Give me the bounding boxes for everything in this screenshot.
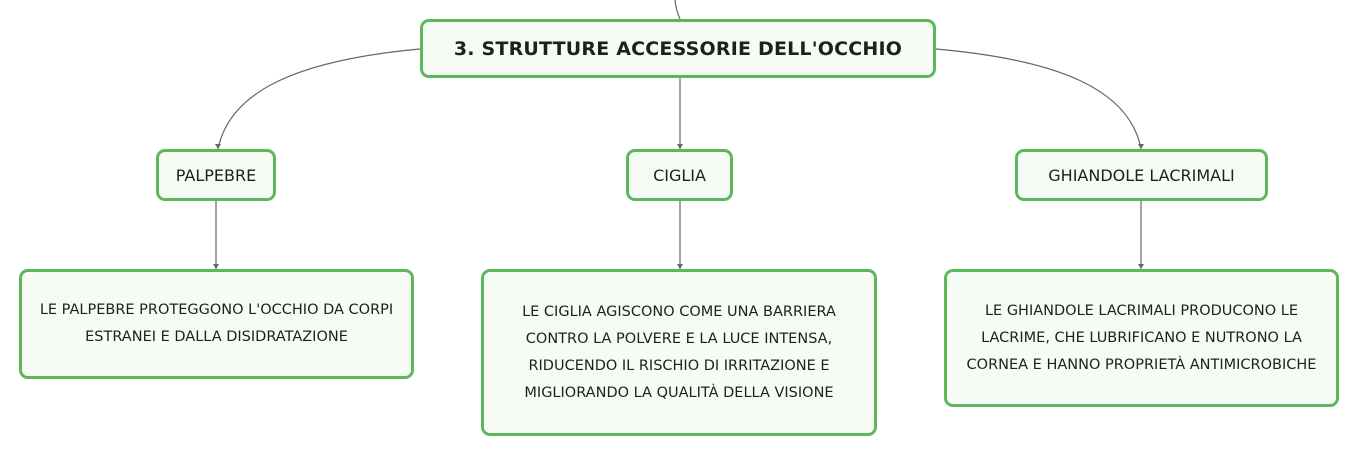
topic-ciglia[interactable]: CIGLIA <box>626 149 733 201</box>
detail-palpebre[interactable]: LE PALPEBRE PROTEGGONO L'OCCHIO DA CORPI… <box>19 269 414 379</box>
detail-ghiandole-lacrimali[interactable]: LE GHIANDOLE LACRIMALI PRODUCONO LE LACR… <box>944 269 1339 407</box>
connector-root-ghiandole <box>935 48 1142 150</box>
topic-palpebre[interactable]: PALPEBRE <box>156 149 276 201</box>
arrowhead <box>1138 264 1144 269</box>
arrowhead <box>215 144 221 149</box>
topic-label: PALPEBRE <box>175 165 257 185</box>
arrowhead <box>213 264 219 269</box>
detail-ciglia[interactable]: LE CIGLIA AGISCONO COME UNA BARRIERA CON… <box>481 269 877 436</box>
connector-root-palpebre <box>217 48 421 150</box>
topic-label: CIGLIA <box>653 165 706 185</box>
connector-parent <box>674 0 681 20</box>
arrowhead <box>677 264 683 269</box>
topic-ghiandole-lacrimali[interactable]: GHIANDOLE LACRIMALI <box>1015 149 1268 201</box>
root-node[interactable]: 3. STRUTTURE ACCESSORIE DELL'OCCHIO <box>420 19 936 78</box>
arrowhead <box>1138 144 1144 149</box>
detail-text: LE PALPEBRE PROTEGGONO L'OCCHIO DA CORPI… <box>39 302 394 345</box>
arrowhead <box>677 144 683 149</box>
detail-text: LE CIGLIA AGISCONO COME UNA BARRIERA CON… <box>522 303 836 401</box>
topic-label: GHIANDOLE LACRIMALI <box>1048 165 1235 185</box>
root-title: 3. STRUTTURE ACCESSORIE DELL'OCCHIO <box>453 37 903 60</box>
detail-text: LE GHIANDOLE LACRIMALI PRODUCONO LE LACR… <box>966 302 1317 373</box>
